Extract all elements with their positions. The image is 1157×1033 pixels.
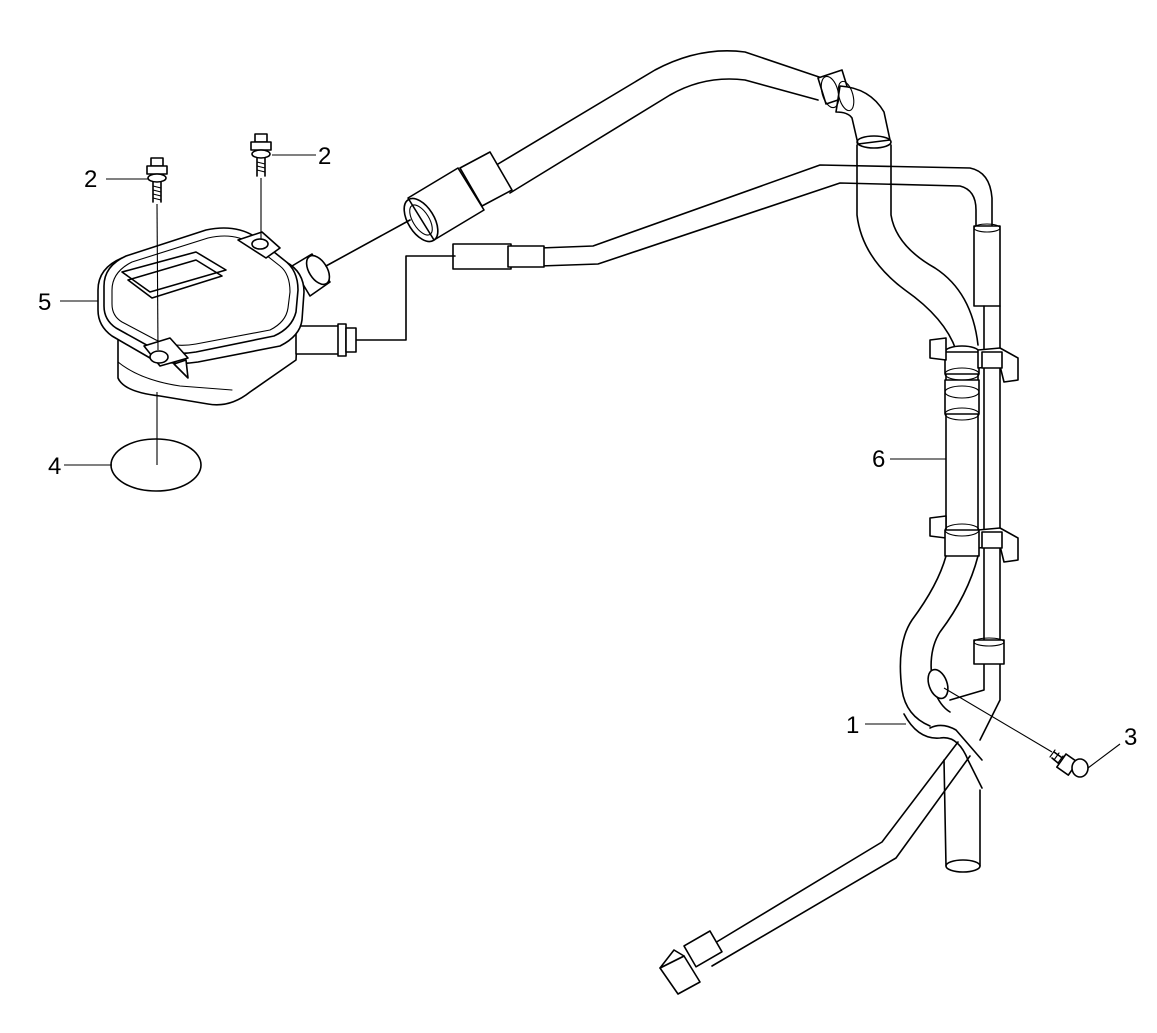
callout-5: 5	[38, 289, 51, 316]
o-ring	[110, 438, 202, 492]
canister	[97, 219, 411, 406]
leader-lines	[60, 154, 1121, 769]
callout-2-left: 2	[84, 166, 97, 193]
bolt-3	[1049, 749, 1089, 778]
vertical-tube-assembly	[929, 305, 1019, 741]
bolt-2-right	[250, 133, 272, 240]
upper-hose	[403, 50, 979, 351]
callout-6: 6	[872, 446, 885, 473]
bolt-2-left	[146, 157, 168, 351]
lower-hose	[899, 555, 983, 873]
callout-3: 3	[1124, 724, 1137, 751]
callout-1: 1	[846, 712, 859, 739]
lower-diagonal-tube	[659, 741, 971, 995]
upper-small-tube	[354, 164, 1001, 341]
callout-4: 4	[48, 453, 61, 480]
callout-2-right: 2	[318, 143, 331, 170]
